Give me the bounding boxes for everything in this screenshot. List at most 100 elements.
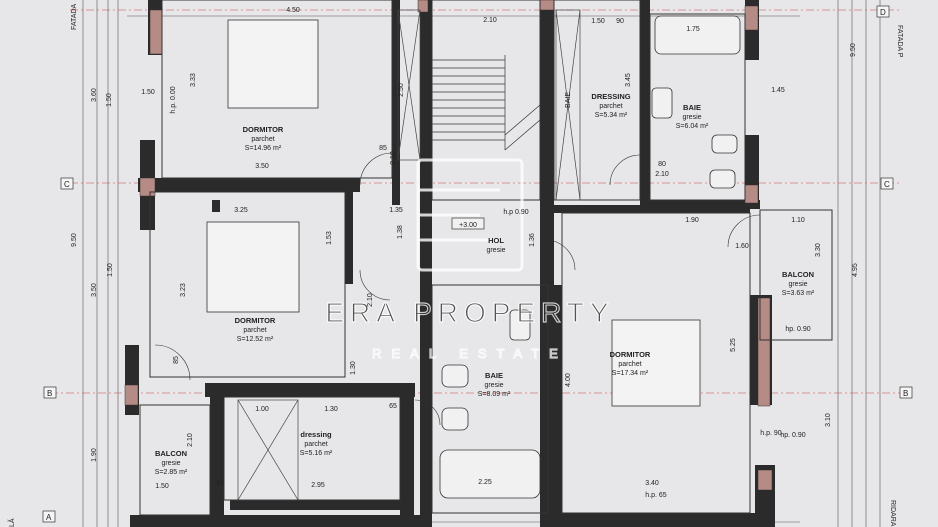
dimension-label: 9.50	[71, 233, 78, 247]
grid-label-b-left: B	[47, 389, 52, 398]
dimension-label: 3.33	[190, 73, 197, 87]
dimension-label: 3.50	[91, 283, 98, 297]
room-area: S=8.09 m²	[478, 391, 511, 398]
room-baie-1: BAIE gresie S=6.04 m²	[676, 103, 709, 130]
dimension-label: 1.10	[791, 217, 805, 224]
room-floor: parchet	[304, 441, 327, 448]
dimension-label: hp. 0.90	[780, 432, 805, 439]
dimension-label: 2.95	[311, 482, 325, 489]
dimension-label: 1.50	[107, 263, 114, 277]
dimension-label: 1.50	[106, 93, 113, 107]
dimension-label: 4.95	[852, 263, 859, 277]
dimension-label: h.p 0.90	[503, 209, 528, 216]
dimension-label: 5.25	[730, 338, 737, 352]
dimension-label: 2.10	[483, 17, 497, 24]
room-dormitor-3: DORMITOR parchet S=17.34 m²	[610, 350, 651, 377]
dimension-label: 1.60	[735, 243, 749, 250]
side-label-left-bottom: LĂ	[7, 518, 16, 527]
dimension-label: 1.90	[685, 217, 699, 224]
watermark-tagline: REAL ESTATE	[372, 346, 568, 361]
dimension-label: 1.50	[141, 89, 155, 96]
room-area: S=5.16 m²	[300, 450, 333, 457]
dimension-label: 1.50	[155, 483, 169, 490]
room-hol: +3.00 HOL gresie	[451, 217, 506, 254]
room-area: S=6.04 m²	[676, 123, 709, 130]
room-area: S=17.34 m²	[612, 370, 649, 377]
dimension-label: BAIE	[565, 92, 572, 108]
side-label-left-top: FATADA	[71, 3, 78, 30]
dimension-label: 3.45	[625, 73, 632, 87]
room-name: BAIE	[485, 371, 503, 380]
dimension-label: 90	[616, 18, 624, 25]
room-name: BALCON	[155, 449, 187, 458]
room-dressing-2: dressing parchet S=5.16 m²	[300, 430, 333, 457]
room-hp: hp. 0.90	[785, 326, 810, 333]
dimension-label: 3.50	[255, 163, 269, 170]
dimension-label: 1.90	[91, 448, 98, 462]
dimension-label: h.p. 65	[645, 492, 667, 499]
room-floor: gresie	[788, 281, 807, 288]
room-name: DORMITOR	[235, 316, 276, 325]
dimension-label: 9.50	[850, 43, 857, 57]
room-name: BAIE	[683, 103, 701, 112]
dimension-label: 3.10	[825, 413, 832, 427]
side-label-right-bottom: RIDARA	[889, 500, 896, 527]
dimension-label: 40	[216, 480, 224, 487]
room-baie-2: BAIE gresie S=8.09 m²	[478, 371, 511, 398]
dimension-label: 2.10	[367, 293, 374, 307]
level-mark: +3.00	[459, 222, 477, 229]
room-balcon-left: BALCON gresie S=2.85 m²	[155, 449, 188, 476]
room-floor: gresie	[682, 114, 701, 121]
dimension-label: 2.10	[187, 433, 194, 447]
room-floor: gresie	[484, 382, 503, 389]
room-dormitor-2: DORMITOR parchet S=12.52 m²	[235, 316, 276, 343]
dimension-label: 1.75	[686, 26, 700, 33]
room-floor: parchet	[243, 327, 266, 334]
dimension-label: 1.35	[389, 207, 403, 214]
dimension-label: 1.38	[397, 225, 404, 239]
dimension-label: 80	[658, 161, 666, 168]
dimension-label: 3.40	[645, 480, 659, 487]
dimension-label: 1.53	[326, 231, 333, 245]
dimension-label: 85	[173, 356, 180, 364]
dimension-label: 4.50	[286, 7, 300, 14]
room-area: S=3.63 m²	[782, 290, 815, 297]
grid-label-c-left: C	[64, 180, 70, 189]
dimension-label: 2.25	[478, 479, 492, 486]
room-name: BALCON	[782, 270, 814, 279]
dimension-label: h.p. 90	[760, 430, 782, 437]
room-balcon-right: BALCON gresie S=3.63 m² hp. 0.90	[782, 270, 815, 333]
dimension-label: 1.00	[255, 406, 269, 413]
side-label-right-top: FATADA P	[896, 25, 903, 58]
dimension-label: 1.36	[529, 233, 536, 247]
room-name: DORMITOR	[610, 350, 651, 359]
room-name: dressing	[300, 430, 332, 439]
room-dressing-1: DRESSING parchet S=5.34 m²	[591, 92, 630, 119]
dimension-label: 3.60	[91, 88, 98, 102]
dimension-label: 1.30	[324, 406, 338, 413]
dimension-label: 1.50	[591, 18, 605, 25]
room-dormitor-1: DORMITOR parchet S=14.96 m²	[243, 125, 284, 152]
dimension-label: 2.10	[655, 171, 669, 178]
grid-label-d: D	[880, 8, 886, 17]
room-area: S=12.52 m²	[237, 336, 274, 343]
room-area: S=2.85 m²	[155, 469, 188, 476]
watermark-brand: ERA PROPERTY	[325, 297, 614, 328]
grid-label-b-right: B	[903, 389, 908, 398]
dimension-label: 85	[379, 145, 387, 152]
dimension-label: 2.50	[398, 83, 405, 97]
dimension-label: 4.00	[565, 373, 572, 387]
room-name: HOL	[488, 236, 504, 245]
room-floor: gresie	[486, 247, 505, 254]
room-floor: parchet	[599, 103, 622, 110]
room-floor: gresie	[161, 460, 180, 467]
watermark-logo	[416, 158, 524, 272]
dimension-label: 1.45	[771, 87, 785, 94]
room-floor: parchet	[618, 361, 641, 368]
room-floor: parchet	[251, 136, 274, 143]
room-name: DORMITOR	[243, 125, 284, 134]
dimension-label: 2.10	[390, 151, 397, 165]
dimension-label: 3.30	[815, 243, 822, 257]
grid-label-c-right: C	[884, 180, 890, 189]
